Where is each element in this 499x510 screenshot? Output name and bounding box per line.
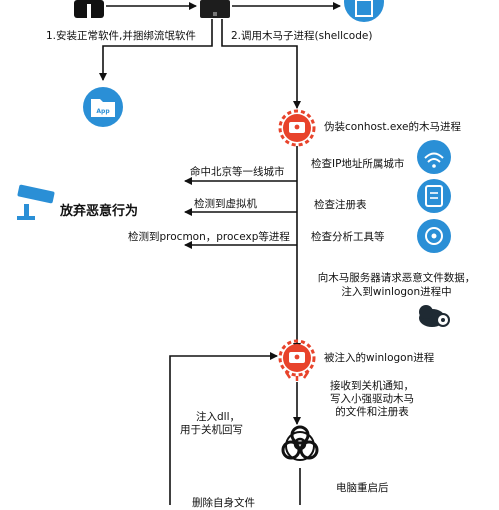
installer-box-icon xyxy=(200,0,230,18)
loop-back-line xyxy=(169,352,278,505)
inject-dll-line1: 注入dll， xyxy=(196,411,240,423)
wifi-icon xyxy=(417,140,451,174)
request-line2: 注入到winlogon进程中 xyxy=(341,286,452,298)
analysis-tools-icon xyxy=(417,219,451,253)
trojan-virus-icon xyxy=(278,109,316,147)
app-icon-text: App xyxy=(96,108,110,115)
check-ip-label: 检查IP地址所属城市 xyxy=(311,158,405,170)
hit-city-label: 命中北京等一线城市 xyxy=(190,166,285,178)
blue-file-icon xyxy=(344,0,384,22)
request-line1: 向木马服务器请求恶意文件数据， xyxy=(317,272,476,284)
detect-tools-label: 检测到procmon，procexp等进程 xyxy=(128,231,290,243)
fake-conhost-label: 伪装conhost.exe的木马进程 xyxy=(324,121,461,133)
injected-winlogon-icon xyxy=(278,339,316,381)
shutdown-line1: 接收到关机通知， xyxy=(330,380,414,392)
detect-vm-label: 检测到虚拟机 xyxy=(194,198,257,210)
check-tools-label: 检查分析工具等 xyxy=(311,231,385,243)
surveillance-camera-icon xyxy=(17,184,55,220)
step2-label: 2.调用木马子进程(shellcode) xyxy=(231,30,373,42)
check-registry-label: 检查注册表 xyxy=(314,199,367,211)
cloud-gear-icon xyxy=(419,305,450,327)
step1-label: 1.安装正常软件,并捆绑流氓软件 xyxy=(46,30,196,42)
line-to-trojan xyxy=(221,19,301,109)
injected-winlogon-label: 被注入的winlogon进程 xyxy=(324,352,435,364)
app-folder-icon: App xyxy=(83,87,123,127)
shutdown-line2: 写入小强驱动木马 xyxy=(330,393,414,405)
reboot-label: 电脑重启后 xyxy=(336,482,389,494)
inject-dll-line2: 用于关机回写 xyxy=(180,424,243,436)
biohazard-icon xyxy=(281,425,319,461)
line-to-app xyxy=(99,19,213,81)
clipboard-icon xyxy=(417,179,451,213)
shutdown-line3: 的文件和注册表 xyxy=(335,406,409,418)
software-package-icon xyxy=(74,0,104,18)
delete-self-label: 删除自身文件 xyxy=(192,497,255,509)
abandon-label: 放弃恶意行为 xyxy=(60,204,139,219)
